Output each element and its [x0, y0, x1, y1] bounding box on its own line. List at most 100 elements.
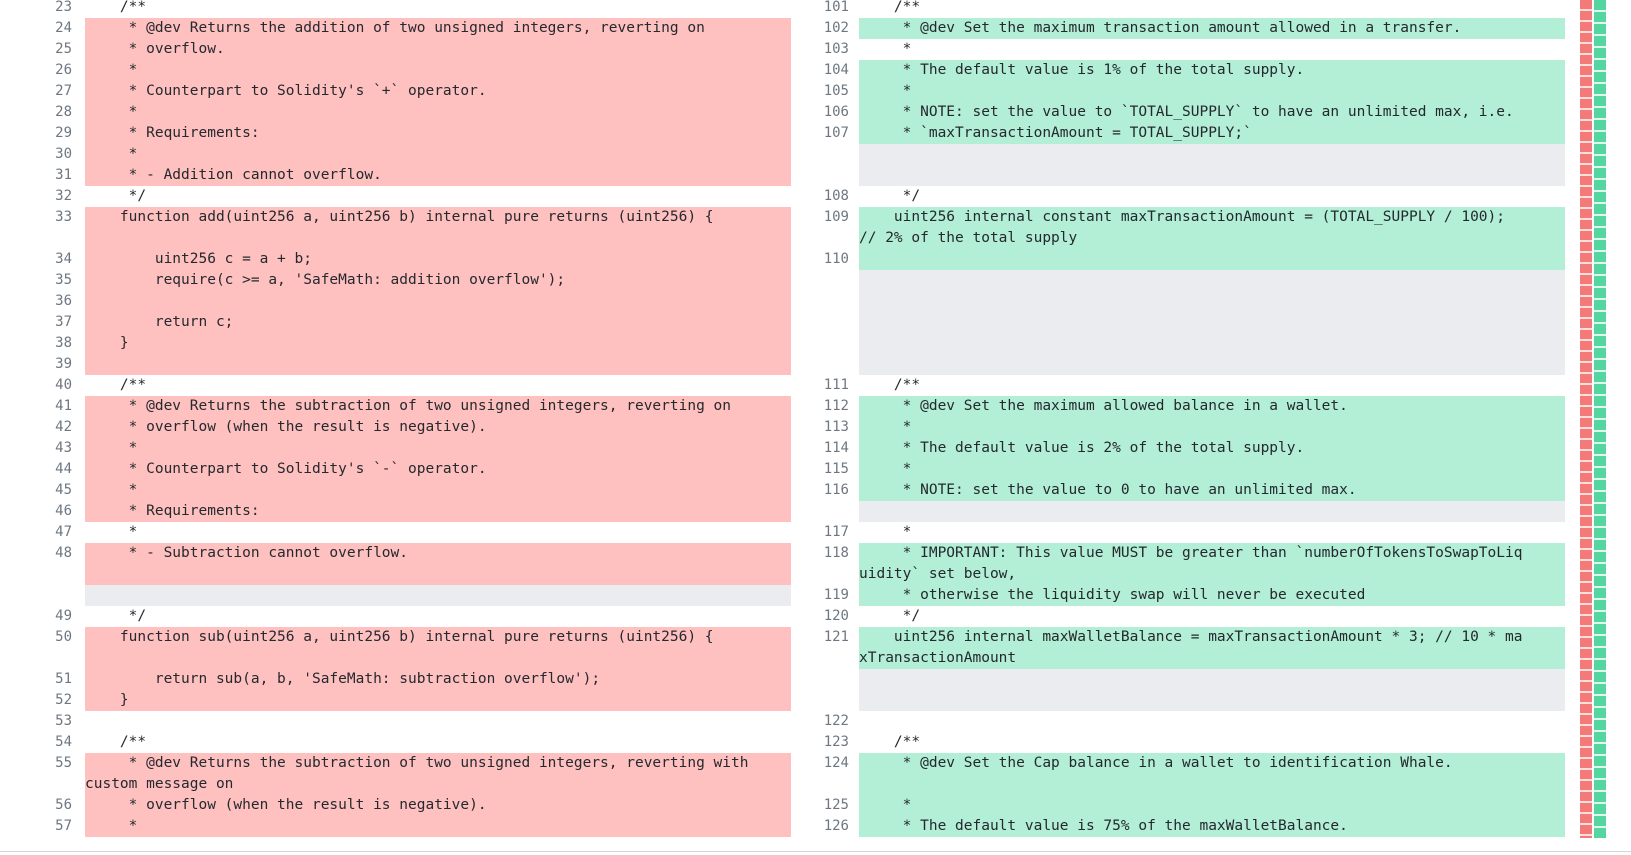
line-number: 118 [823, 545, 849, 561]
code-line: return c; [85, 312, 791, 333]
line-number: 32 [55, 188, 72, 204]
line-number: 103 [823, 41, 849, 57]
code-line [85, 711, 791, 732]
minimap-deletions[interactable] [1580, 0, 1592, 838]
line-number: 47 [55, 524, 72, 540]
code-line [85, 291, 791, 312]
line-number: 126 [823, 818, 849, 834]
diff-minimap[interactable] [1580, 0, 1608, 838]
line-number: 38 [55, 335, 72, 351]
code-line: /** [85, 377, 147, 393]
code-line: /** [85, 734, 147, 750]
code-line-wrap: // 2% of the total supply [859, 228, 1565, 249]
code-line: /** [85, 0, 147, 15]
code-line: * @dev Returns the subtraction of two un… [85, 396, 791, 417]
code-line: * [859, 459, 1565, 480]
line-number: 117 [823, 524, 849, 540]
line-number: 30 [55, 146, 72, 162]
line-number: 26 [55, 62, 72, 78]
code-line-wrap: uidity` set below, [859, 564, 1565, 585]
code-line: * Counterpart to Solidity's `-` operator… [85, 459, 791, 480]
code-line: * [859, 417, 1565, 438]
divider [0, 851, 1631, 852]
line-number: 106 [823, 104, 849, 120]
line-number: 36 [55, 293, 72, 309]
code-line: * [859, 81, 1565, 102]
code-line: * @dev Set the Cap balance in a wallet t… [859, 753, 1565, 795]
code-line: * otherwise the liquidity swap will neve… [859, 585, 1565, 606]
line-number: 108 [823, 188, 849, 204]
line-number: 28 [55, 104, 72, 120]
line-number: 45 [55, 482, 72, 498]
code-line: uint256 internal maxWalletBalance = maxT… [859, 627, 1565, 648]
line-number: 42 [55, 419, 72, 435]
line-number: 107 [823, 125, 849, 141]
code-line [85, 354, 791, 375]
code-line: * NOTE: set the value to `TOTAL_SUPPLY` … [859, 102, 1565, 123]
code-line: * [859, 524, 912, 540]
code-line: * - Subtraction cannot overflow. [85, 543, 791, 585]
line-number: 120 [823, 608, 849, 624]
code-line: */ [859, 608, 921, 624]
code-line: /** [859, 0, 921, 15]
line-number: 24 [55, 20, 72, 36]
line-number: 33 [55, 209, 72, 225]
line-number: 35 [55, 272, 72, 288]
code-line: * `maxTransactionAmount = TOTAL_SUPPLY;` [859, 123, 1565, 144]
line-number: 101 [823, 0, 849, 15]
code-line: * overflow (when the result is negative)… [85, 795, 791, 816]
code-line: * Requirements: [85, 123, 791, 144]
code-line: * [85, 102, 791, 123]
line-number: 56 [55, 797, 72, 813]
code-line: * @dev Set the maximum allowed balance i… [859, 396, 1565, 417]
code-line: * [859, 41, 912, 57]
code-line: * [85, 480, 791, 501]
line-number: 112 [823, 398, 849, 414]
code-line: function sub(uint256 a, uint256 b) inter… [85, 627, 791, 669]
line-number: 40 [55, 377, 72, 393]
line-number: 121 [823, 629, 849, 645]
code-line: } [85, 333, 791, 354]
code-line: * The default value is 2% of the total s… [859, 438, 1565, 459]
line-number: 54 [55, 734, 72, 750]
line-number: 27 [55, 83, 72, 99]
code-line-wrap: xTransactionAmount [859, 648, 1565, 669]
line-number: 48 [55, 545, 72, 561]
code-line: * @dev Returns the subtraction of two un… [85, 753, 791, 774]
line-number: 125 [823, 797, 849, 813]
line-number: 124 [823, 755, 849, 771]
line-number: 43 [55, 440, 72, 456]
line-number: 122 [823, 713, 849, 729]
code-line: * [85, 144, 791, 165]
code-line: /** [859, 734, 921, 750]
line-number: 51 [55, 671, 72, 687]
code-line [859, 711, 1565, 732]
line-number: 116 [823, 482, 849, 498]
code-line: require(c >= a, 'SafeMath: addition over… [85, 270, 791, 291]
code-line: */ [859, 188, 921, 204]
code-line: * - Addition cannot overflow. [85, 165, 791, 186]
line-number: 25 [55, 41, 72, 57]
code-line: * NOTE: set the value to 0 to have an un… [859, 480, 1565, 501]
line-number: 55 [55, 755, 72, 771]
line-number: 29 [55, 125, 72, 141]
line-number: 23 [55, 0, 72, 15]
line-number: 111 [823, 377, 849, 393]
line-number: 34 [55, 251, 72, 267]
line-number: 49 [55, 608, 72, 624]
code-line: * @dev Set the maximum transaction amoun… [859, 18, 1565, 39]
line-number: 113 [823, 419, 849, 435]
code-line: } [85, 690, 791, 711]
code-line: * [85, 524, 138, 540]
code-line-wrap: custom message on [85, 774, 791, 795]
line-number: 119 [823, 587, 849, 603]
line-number: 110 [823, 251, 849, 267]
minimap-additions[interactable] [1594, 0, 1606, 838]
line-number: 44 [55, 461, 72, 477]
code-line: * [85, 438, 791, 459]
code-line: function add(uint256 a, uint256 b) inter… [85, 207, 791, 249]
line-number: 114 [823, 440, 849, 456]
code-line: */ [85, 608, 147, 624]
code-line: * overflow (when the result is negative)… [85, 417, 791, 438]
code-line: * The default value is 75% of the maxWal… [859, 816, 1565, 837]
